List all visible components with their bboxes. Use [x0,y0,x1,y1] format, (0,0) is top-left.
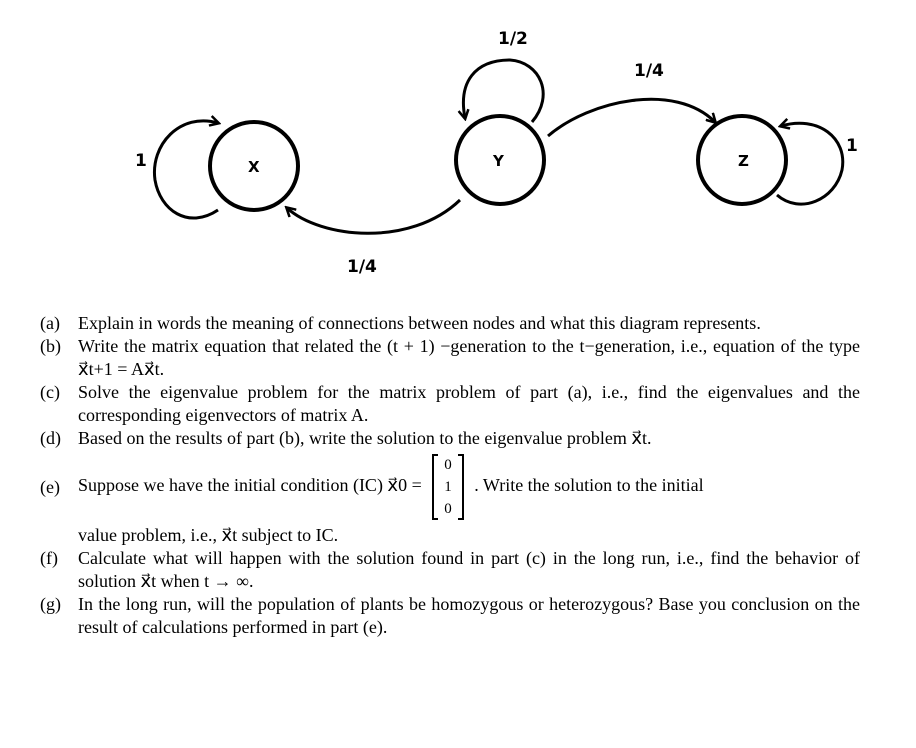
edge-x-self-loop [152,121,218,220]
question-c-tag: (c) [40,382,60,402]
question-b: (b) Write the matrix equation that relat… [40,335,860,381]
edge-y-self-label: 1/2 [498,29,528,49]
question-e-tail-text: value problem, i.e., x⃗t subject to IC. [78,525,339,545]
question-e: (e) Suppose we have the initial conditio… [40,450,860,524]
question-list: (a) Explain in words the meaning of conn… [40,312,860,639]
vector-entry-2: 0 [444,501,452,517]
question-e-tag: (e) [40,476,60,497]
node-y: Y [454,114,546,206]
question-d-text: Based on the results of part (b), write … [78,428,652,448]
question-e-line: Suppose we have the initial condition (I… [78,454,860,520]
question-g: (g) In the long run, will the population… [40,593,860,639]
question-c-text: Solve the eigenvalue problem for the mat… [78,382,860,425]
node-y-label: Y [492,152,505,170]
question-g-text: In the long run, will the population of … [78,594,860,637]
node-z: Z [696,114,788,206]
edge-x-self-label: 1 [135,151,147,171]
initial-condition-vector: 0 1 0 [432,454,464,520]
edge-y-self-loop [463,58,545,123]
question-c: (c) Solve the eigenvalue problem for the… [40,381,860,427]
question-e-text-after: . Write the solution to the initial [474,475,704,496]
vector-entry-0: 0 [444,457,452,473]
question-f-text: Calculate what will happen with the solu… [78,548,860,591]
question-b-tag: (b) [40,336,61,356]
question-a-text: Explain in words the meaning of connecti… [78,313,761,333]
node-x: X [208,120,300,212]
edge-z-self-loop [776,123,845,206]
node-z-label: Z [738,152,749,170]
edge-y-to-z [547,97,715,138]
vector-entry-1: 1 [444,479,452,495]
question-a: (a) Explain in words the meaning of conn… [40,312,860,335]
edge-y-to-x-label: 1/4 [347,257,377,277]
node-x-label: X [248,158,260,176]
question-g-tag: (g) [40,594,61,614]
edge-y-to-z-label: 1/4 [634,61,664,81]
question-e-text-before: Suppose we have the initial condition (I… [78,475,422,496]
markov-diagram: X Y Z 1 1/2 1/4 1/4 1 [135,29,858,277]
edge-y-to-x [287,198,462,235]
question-f: (f) Calculate what will happen with the … [40,547,860,593]
question-a-tag: (a) [40,313,60,333]
question-e-tail: value problem, i.e., x⃗t subject to IC. [40,524,860,547]
edge-z-self-label: 1 [846,136,858,156]
question-f-tag: (f) [40,548,58,568]
question-d-tag: (d) [40,428,61,448]
question-b-text: Write the matrix equation that related t… [78,336,860,379]
question-d: (d) Based on the results of part (b), wr… [40,427,860,450]
